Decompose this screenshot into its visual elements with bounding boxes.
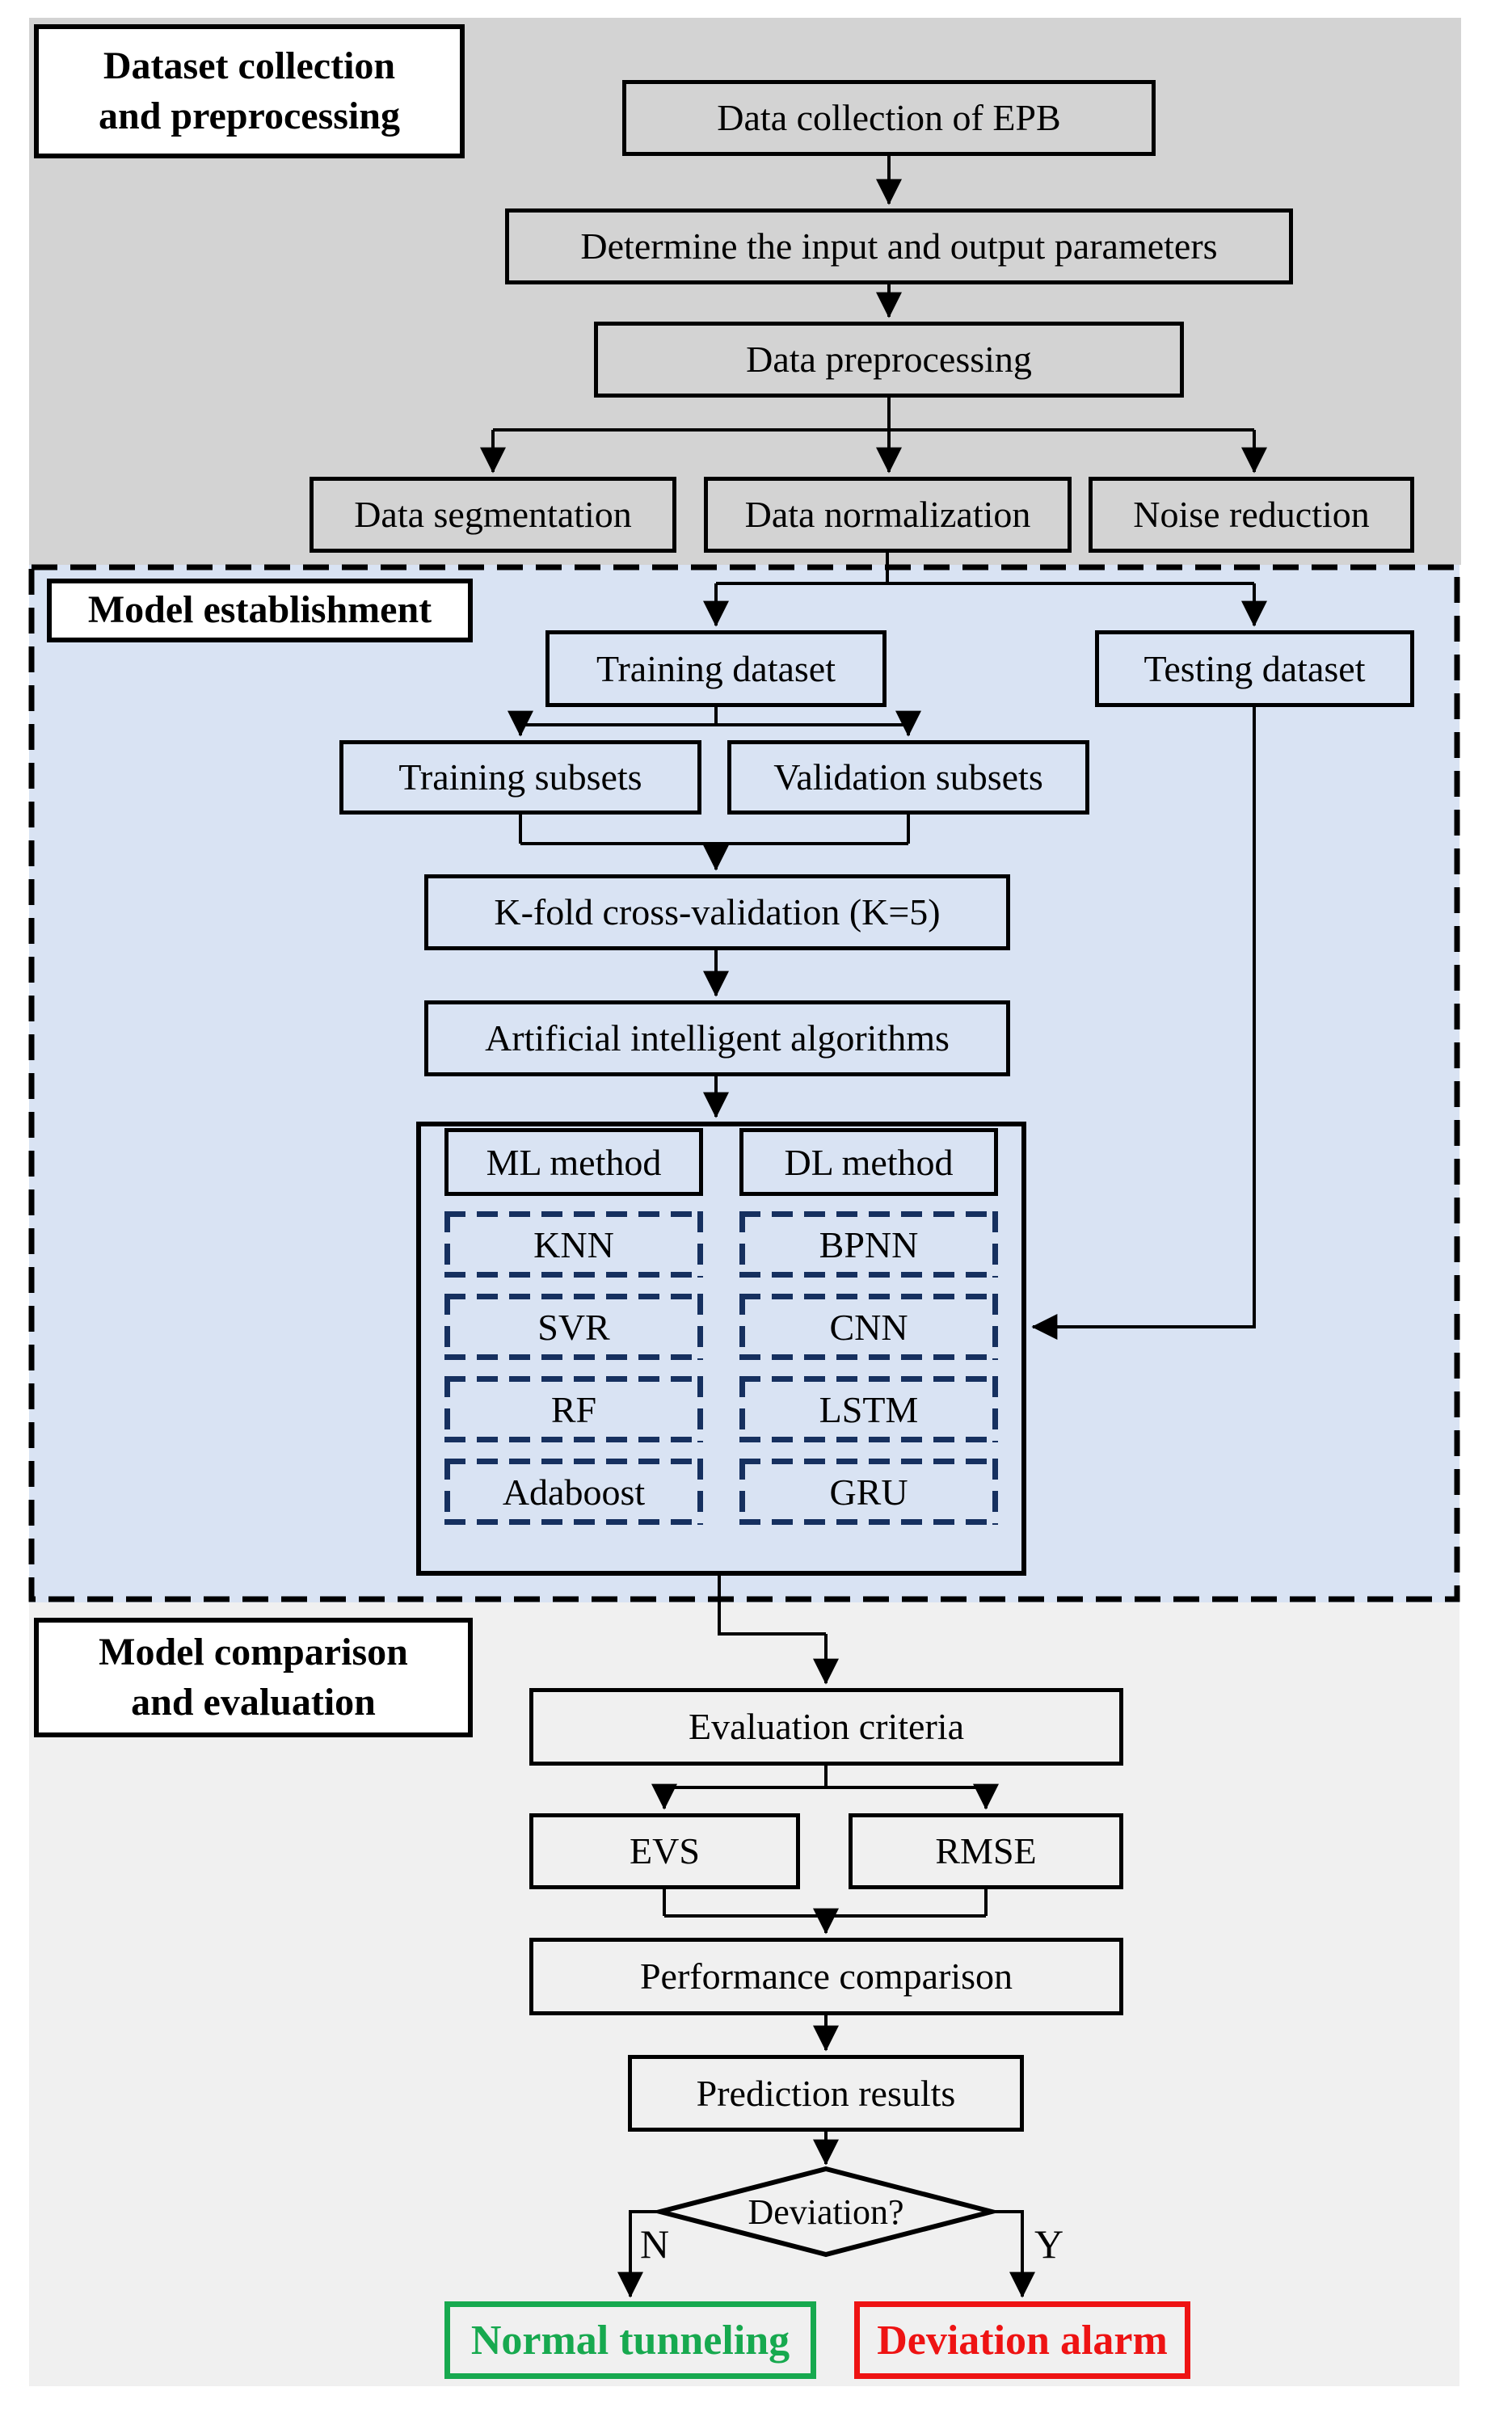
node-noise-reduction: Noise reduction bbox=[1089, 477, 1414, 553]
node-training-subsets: Training subsets bbox=[339, 740, 701, 815]
node-performance-comparison: Performance comparison bbox=[529, 1938, 1123, 2015]
node-training-dataset: Training dataset bbox=[545, 630, 887, 707]
node-rmse: RMSE bbox=[849, 1813, 1123, 1889]
section-label-comparison: Model comparison and evaluation bbox=[34, 1618, 473, 1737]
node-validation-subsets: Validation subsets bbox=[727, 740, 1089, 815]
node-dl-gru: GRU bbox=[739, 1459, 998, 1525]
node-normal-tunneling: Normal tunneling bbox=[444, 2301, 816, 2379]
node-evs: EVS bbox=[529, 1813, 800, 1889]
node-ml-rf: RF bbox=[444, 1376, 703, 1442]
section-label-dataset: Dataset collection and preprocessing bbox=[34, 24, 465, 158]
arrow-testing-to-cnn bbox=[1031, 707, 1256, 1340]
node-prediction-results: Prediction results bbox=[628, 2055, 1024, 2132]
node-ai-algorithms: Artificial intelligent algorithms bbox=[424, 1000, 1010, 1076]
node-dl-bpnn: BPNN bbox=[739, 1211, 998, 1278]
branch-label-yes: Y bbox=[1034, 2221, 1064, 2267]
node-data-segmentation: Data segmentation bbox=[310, 477, 676, 553]
node-dl-cnn: CNN bbox=[739, 1294, 998, 1360]
node-kfold: K-fold cross-validation (K=5) bbox=[424, 874, 1010, 950]
node-data-normalization: Data normalization bbox=[704, 477, 1072, 553]
connector-preprocessing-split bbox=[493, 398, 1254, 432]
node-deviation-alarm: Deviation alarm bbox=[854, 2301, 1190, 2379]
node-dl-method: DL method bbox=[739, 1128, 998, 1196]
connector-trainingdataset-split bbox=[520, 707, 908, 726]
connector-evaluation-split bbox=[664, 1766, 986, 1789]
decision-diamond bbox=[651, 2166, 1001, 2258]
node-ml-knn: KNN bbox=[444, 1211, 703, 1278]
section-label-dataset-line1: Dataset collection bbox=[103, 44, 396, 87]
decision-diamond-label: Deviation? bbox=[748, 2191, 904, 2232]
node-testing-dataset: Testing dataset bbox=[1095, 630, 1414, 707]
node-ml-adaboost: Adaboost bbox=[444, 1459, 703, 1525]
node-dl-lstm: LSTM bbox=[739, 1376, 998, 1442]
connector-container-to-evaluation bbox=[718, 1576, 826, 1636]
section-label-comparison-line1: Model comparison bbox=[99, 1630, 408, 1674]
connector-normalization-split bbox=[716, 553, 1254, 585]
node-ml-method: ML method bbox=[444, 1128, 703, 1196]
node-determine-params: Determine the input and output parameter… bbox=[505, 208, 1293, 284]
section-label-model: Model establishment bbox=[47, 579, 473, 642]
arrow-branch-no bbox=[617, 2210, 660, 2298]
node-data-preprocessing: Data preprocessing bbox=[594, 322, 1184, 398]
node-evaluation-criteria: Evaluation criteria bbox=[529, 1688, 1123, 1766]
section-label-dataset-line2: and preprocessing bbox=[99, 95, 400, 137]
section-label-comparison-line2: and evaluation bbox=[131, 1681, 376, 1724]
section-label-model-line1: Model establishment bbox=[87, 588, 432, 632]
arrow-branch-yes bbox=[992, 2210, 1035, 2298]
branch-label-no: N bbox=[640, 2221, 670, 2267]
connector-subsets-merge bbox=[519, 815, 910, 845]
connector-evs-rmse-merge bbox=[663, 1889, 988, 1918]
model-section-dashed-border bbox=[28, 564, 1460, 1602]
node-ml-svr: SVR bbox=[444, 1294, 703, 1360]
node-data-collection: Data collection of EPB bbox=[622, 80, 1156, 156]
